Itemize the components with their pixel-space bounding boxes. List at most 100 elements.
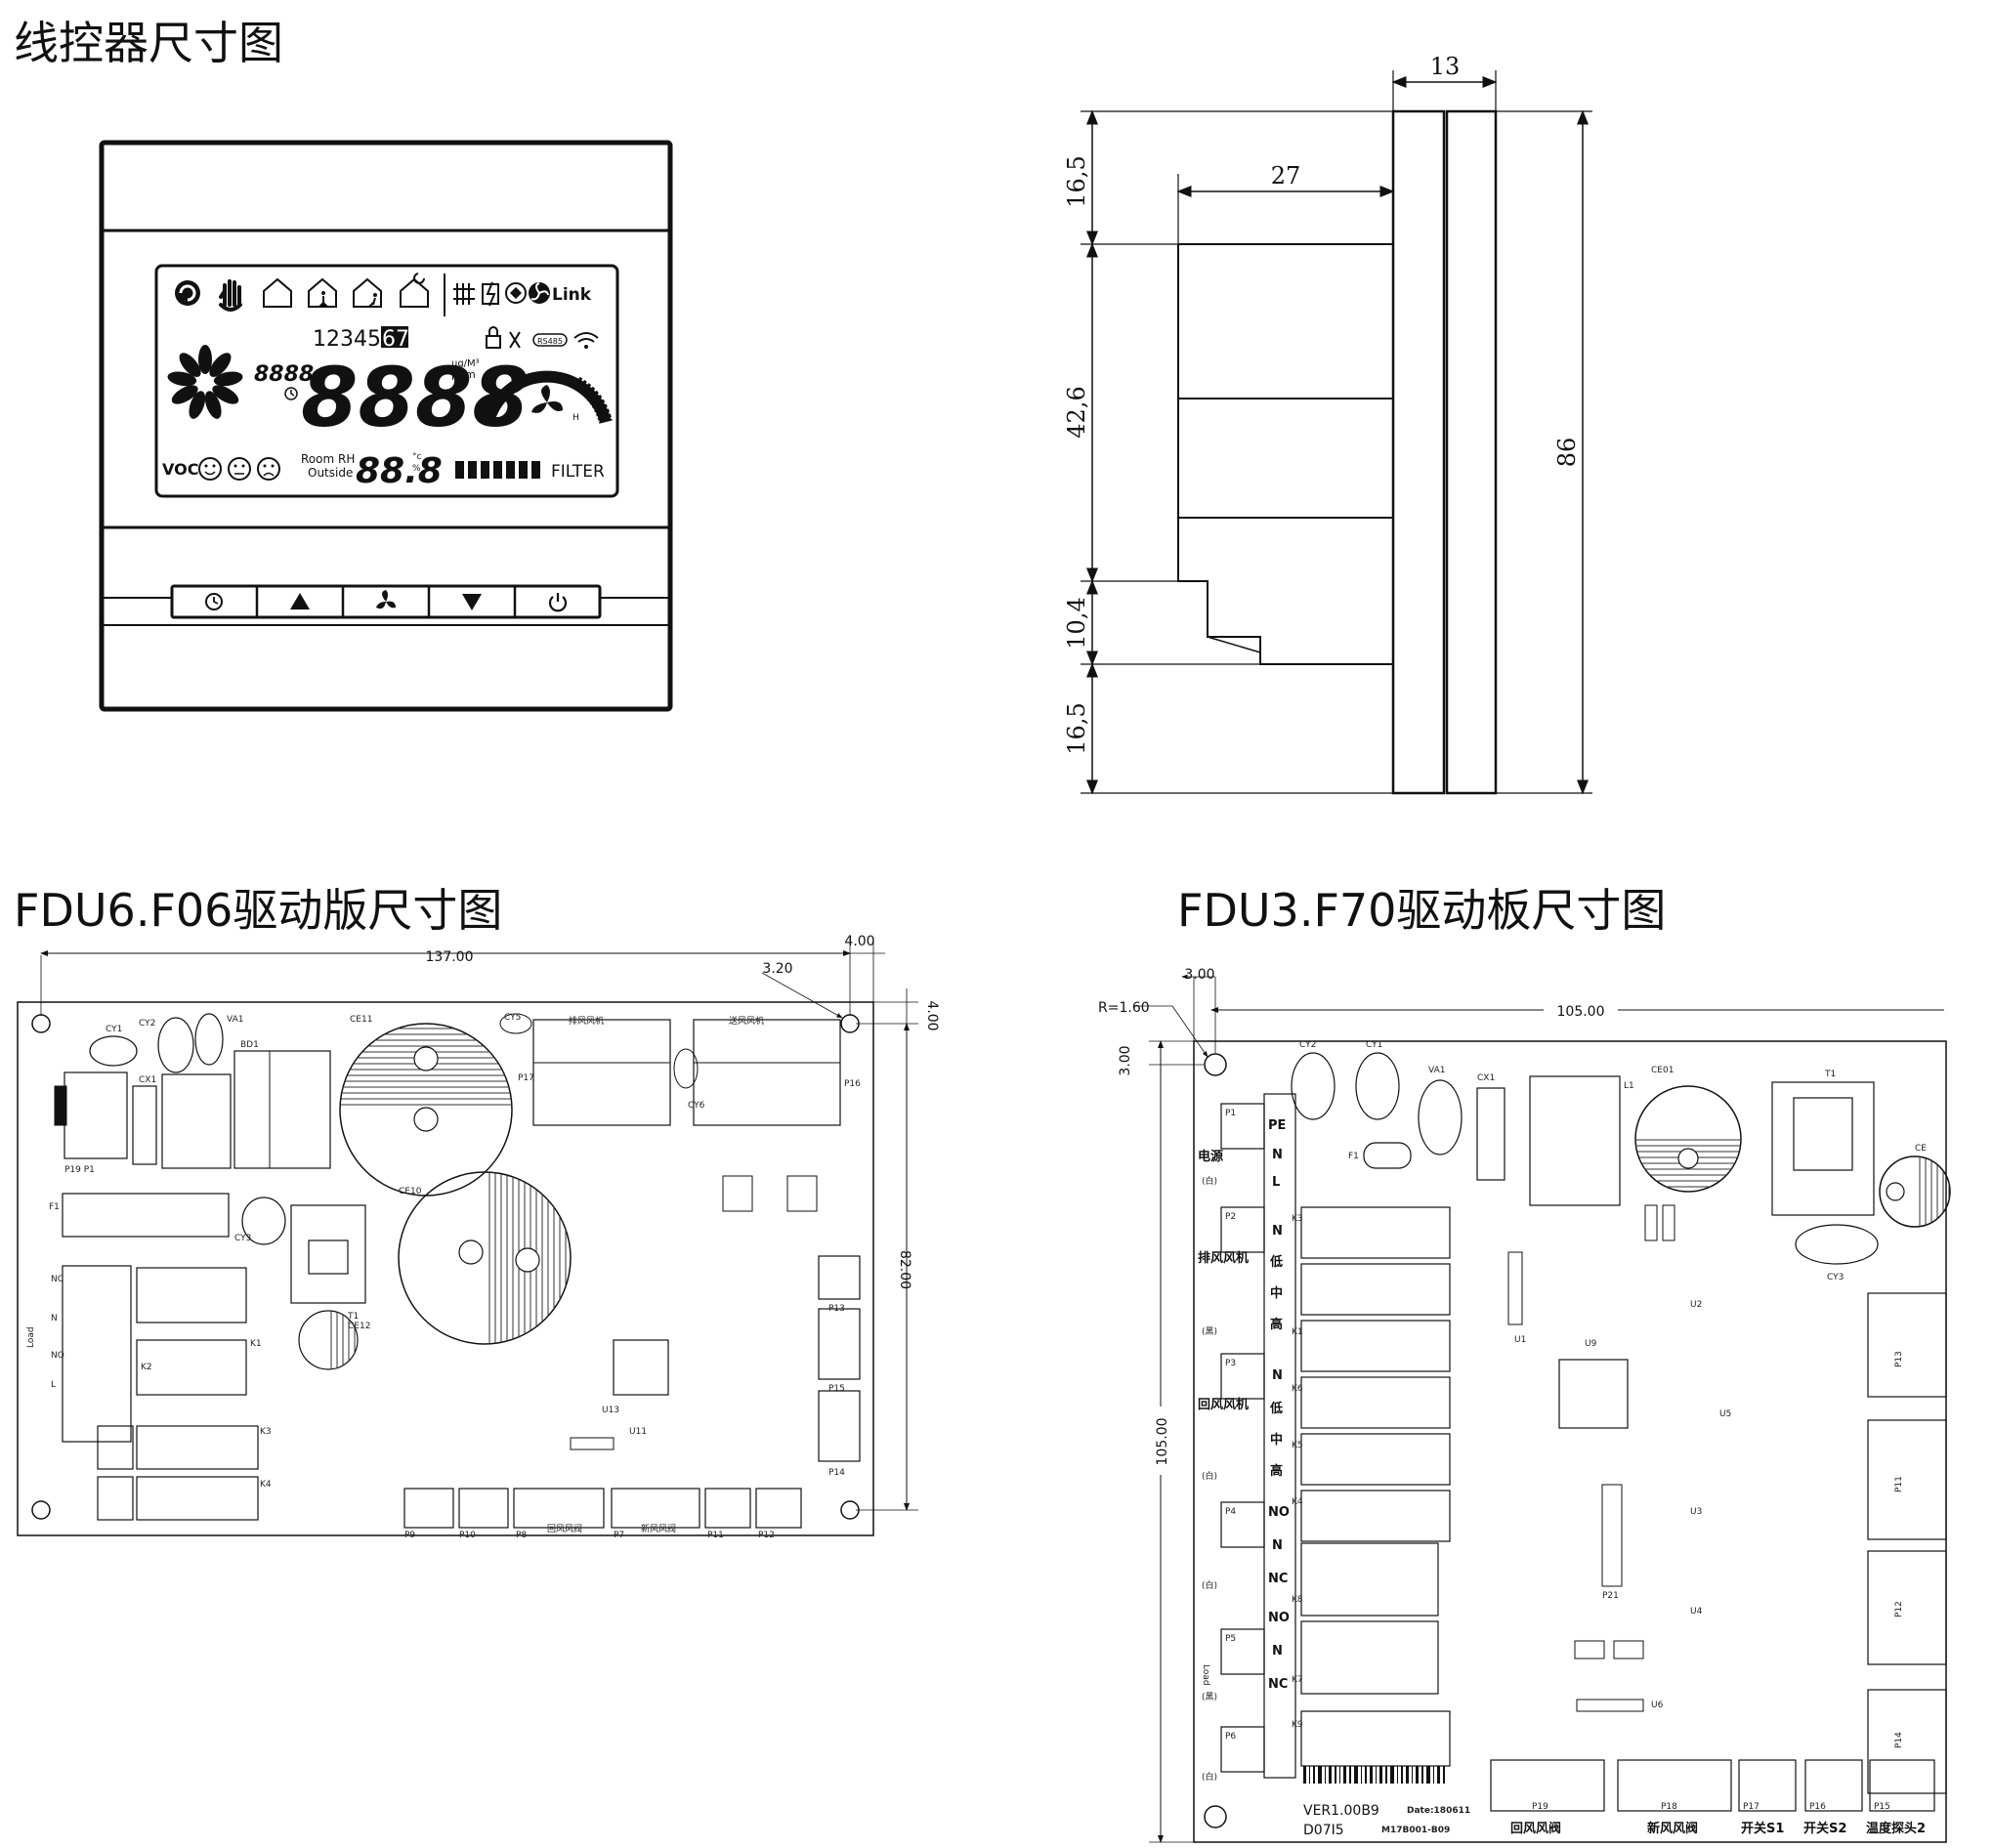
label-high-1: 高 bbox=[1270, 1317, 1283, 1332]
outside-label: Outside bbox=[308, 466, 353, 480]
label-p21: P21 bbox=[1602, 1591, 1619, 1601]
fan-button[interactable] bbox=[345, 588, 427, 615]
label-bd1: BD1 bbox=[240, 1040, 259, 1050]
lcd-display: Link 12345 67 RS485 bbox=[154, 264, 619, 498]
label-n-2: N bbox=[1272, 1224, 1283, 1239]
label-k7: K7 bbox=[1292, 1675, 1303, 1685]
label-k9: K9 bbox=[1292, 1720, 1303, 1730]
label-n-4: N bbox=[1272, 1538, 1283, 1553]
label-cx1: CX1 bbox=[139, 1075, 156, 1085]
refresh-icon bbox=[175, 280, 200, 306]
label-ce: CE bbox=[1915, 1144, 1927, 1154]
lock-icon bbox=[486, 326, 501, 349]
label-nc: NC bbox=[51, 1275, 64, 1284]
lcd-digits-row: 12345 bbox=[313, 327, 381, 352]
label-exhaust-fan: 排风风机 bbox=[1198, 1250, 1249, 1266]
label-p14: P14 bbox=[828, 1468, 845, 1478]
board-b-width: 105.00 bbox=[1557, 1004, 1605, 1020]
label-nc-1: NC bbox=[1268, 1572, 1288, 1586]
up-button[interactable] bbox=[259, 588, 341, 615]
dim-top: 16,5 bbox=[1063, 155, 1090, 207]
label-no-1: NO bbox=[1268, 1505, 1290, 1520]
label-n-3: N bbox=[1272, 1368, 1283, 1383]
sad-face-icon bbox=[257, 457, 280, 481]
label-load: Load bbox=[26, 1326, 36, 1348]
board-a-title: FDU6.F06驱动版尺寸图 bbox=[14, 884, 503, 937]
label-ce10: CE10 bbox=[399, 1187, 422, 1197]
label-p6: P6 bbox=[1225, 1732, 1236, 1742]
label-f1: F1 bbox=[49, 1202, 60, 1212]
down-button[interactable] bbox=[431, 588, 513, 615]
lcd-unit-bottom: ppm bbox=[451, 368, 476, 381]
label-code: D07I5 bbox=[1303, 1823, 1344, 1838]
label-pe: PE bbox=[1268, 1118, 1286, 1133]
label-date: Date:180611 bbox=[1407, 1806, 1470, 1816]
label-p8: P8 bbox=[516, 1531, 527, 1540]
label-nc-2: NC bbox=[1268, 1677, 1288, 1692]
gauge-high-label: H bbox=[572, 413, 579, 423]
label-p16: P16 bbox=[1809, 1802, 1826, 1812]
label-k8: K8 bbox=[1292, 1595, 1303, 1605]
label-cy1: CY1 bbox=[106, 1025, 122, 1034]
label-l-1: L bbox=[1272, 1175, 1280, 1190]
no-signal-icon bbox=[509, 331, 521, 349]
label-u11: U11 bbox=[629, 1427, 647, 1437]
hand-icon bbox=[219, 279, 242, 312]
label-p2: P2 bbox=[1225, 1212, 1236, 1222]
home-icon bbox=[263, 277, 292, 308]
lcd-unit-top: ug/M³ bbox=[451, 358, 480, 369]
filter-bars bbox=[455, 461, 540, 479]
label-k5: K5 bbox=[1292, 1441, 1303, 1450]
board-b-radius: R=1.60 bbox=[1098, 1000, 1150, 1016]
label-p12: P12 bbox=[1894, 1601, 1904, 1617]
dim-upper: 42,6 bbox=[1063, 386, 1090, 438]
label-ce01: CE01 bbox=[1651, 1066, 1674, 1075]
neutral-face-icon bbox=[228, 457, 251, 481]
lcd-small-big-number: 88.8 bbox=[356, 451, 443, 491]
label-k1: K1 bbox=[250, 1339, 262, 1349]
board-b-hole-y: 3.00 bbox=[1118, 1045, 1133, 1075]
label-no-2: NO bbox=[1268, 1611, 1290, 1625]
label-va1: VA1 bbox=[227, 1015, 243, 1025]
label-p9: P9 bbox=[404, 1531, 415, 1540]
label-black-1: (黑) bbox=[1202, 1326, 1217, 1337]
power-button[interactable] bbox=[517, 588, 599, 615]
degree-label: °c bbox=[412, 452, 422, 462]
label-u4: U4 bbox=[1690, 1607, 1703, 1617]
label-n-5: N bbox=[1272, 1644, 1283, 1659]
label-low-2: 低 bbox=[1269, 1401, 1283, 1416]
label-k1: K1 bbox=[1292, 1327, 1303, 1337]
label-temp-probe: 温度探头2 bbox=[1866, 1821, 1926, 1836]
smile-icon bbox=[198, 457, 222, 481]
label-switch-s2: 开关S2 bbox=[1803, 1821, 1846, 1836]
label-high-2: 高 bbox=[1270, 1463, 1283, 1479]
label-p4: P4 bbox=[1225, 1507, 1236, 1517]
label-va1: VA1 bbox=[1428, 1066, 1445, 1075]
label-cx1: CX1 bbox=[1477, 1073, 1495, 1083]
label-p16: P16 bbox=[844, 1079, 861, 1089]
board-a-width: 137.00 bbox=[426, 949, 474, 965]
flower-fan-icon bbox=[167, 345, 243, 419]
label-fresh-damper: 新风风阀 bbox=[1647, 1821, 1698, 1836]
label-p19: P19 bbox=[1532, 1802, 1548, 1812]
clock-icon bbox=[205, 593, 223, 610]
label-cy2: CY2 bbox=[139, 1019, 155, 1029]
lcd-big-number: 8888 bbox=[301, 350, 530, 445]
board-a-edge-right: 4.00 bbox=[924, 1000, 940, 1030]
label-p12: P12 bbox=[758, 1531, 775, 1540]
voc-label: VOC bbox=[162, 460, 198, 479]
board-b-title: FDU3.F70驱动板尺寸图 bbox=[1177, 884, 1667, 937]
label-k3: K3 bbox=[1292, 1214, 1303, 1224]
dim-lower: 10,4 bbox=[1063, 597, 1090, 649]
clock-button[interactable] bbox=[174, 588, 256, 615]
room-rh-label: Room RH bbox=[301, 452, 355, 466]
board-a-edge-top: 4.00 bbox=[844, 934, 874, 949]
label-black-2: (黑) bbox=[1202, 1692, 1217, 1702]
label-u9: U9 bbox=[1585, 1339, 1597, 1349]
label-k6: K6 bbox=[1292, 1384, 1303, 1394]
label-return-damper: 回风风阀 bbox=[1510, 1821, 1561, 1836]
label-part-number: M17B001-B09 bbox=[1381, 1826, 1450, 1835]
label-low-1: 低 bbox=[1269, 1254, 1283, 1270]
label-u5: U5 bbox=[1719, 1409, 1731, 1419]
controller-side-view bbox=[1081, 70, 1592, 795]
